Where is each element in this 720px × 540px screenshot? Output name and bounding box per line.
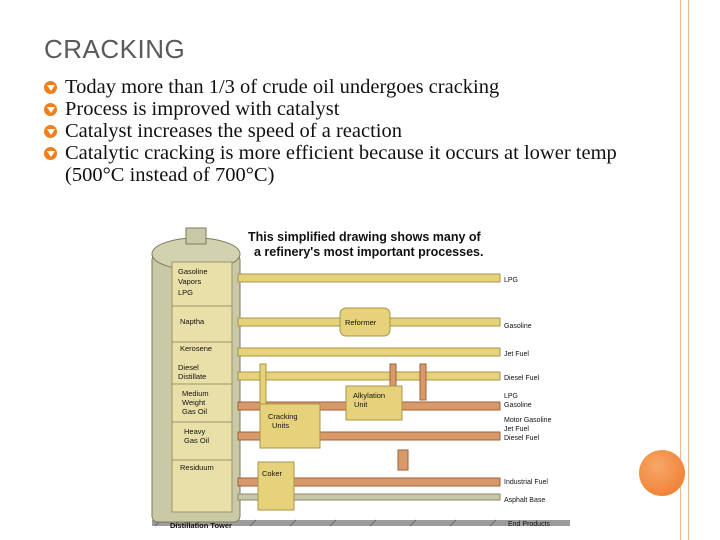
product-label: Gasoline [504,402,532,409]
decorative-orange-circle [639,450,685,496]
frame-line-left [680,0,681,540]
bullet-text: Process is improved with catalyst [65,98,340,120]
tower-cut-label: Gas Oil [184,436,209,445]
tower-cut-label: Diesel [178,363,199,372]
tower-cut-label: Gas Oil [182,407,207,416]
tower-cut-label: Heavy [184,427,206,436]
unit-label: Units [272,421,289,430]
tower-cut-label: Kerosene [180,344,212,353]
ground-base [152,520,570,526]
unit-label: Alkylation [353,391,385,400]
product-label: Gasoline [504,323,532,330]
tower-cut-label: Gasoline [178,267,208,276]
tower-label: Distillation Tower [170,521,232,530]
product-label: Motor Gasoline [504,417,552,424]
tower-cut-label: Residuum [180,463,214,472]
tower-cut-label: Distillate [178,372,206,381]
refinery-diagram: This simplified drawing shows many of a … [151,227,570,530]
tower-cut-label: Naptha [180,317,205,326]
product-label: LPG [504,277,518,284]
product-label: End Products [508,521,551,528]
alkylation-unit [345,385,403,421]
product-label: Diesel Fuel [504,375,539,382]
cracking-units [259,403,321,449]
tower-cut-label: Vapors [178,277,201,286]
bullet-item: Catalytic cracking is more efficient bec… [44,142,674,186]
bullet-list: Today more than 1/3 of crude oil undergo… [44,76,674,186]
ground-hatching [154,519,497,527]
bullet-text: Today more than 1/3 of crude oil undergo… [65,76,500,98]
tower-cut-label: LPG [178,288,193,297]
bullet-text: Catalyst increases the speed of a reacti… [65,120,402,142]
bullet-item: Process is improved with catalyst [44,98,674,120]
product-label: Jet Fuel [504,426,529,433]
unit-label: Unit [354,400,368,409]
bullet-item: Today more than 1/3 of crude oil undergo… [44,76,674,98]
diagram-caption-line-1: This simplified drawing shows many of [248,230,482,244]
unit-label: Cracking [268,412,298,421]
distillation-tower [151,227,241,523]
unit-label: Reformer [345,318,377,327]
coker-unit [257,461,295,511]
diagram-caption-line-2: a refinery's most important processes. [254,245,483,259]
product-label: Diesel Fuel [504,435,539,442]
product-label: Industrial Fuel [504,479,548,486]
frame-line-right [688,0,689,540]
product-label: Asphalt Base [504,497,545,504]
product-label: Jet Fuel [504,351,529,358]
tower-cut-label: Medium [182,389,209,398]
unit-label: Coker [262,469,283,478]
bullet-icon [44,81,57,94]
bullet-item: Catalyst increases the speed of a reacti… [44,120,674,142]
bullet-icon [44,147,57,160]
reformer-unit [339,307,391,337]
bullet-text: Catalytic cracking is more efficient bec… [65,142,617,186]
bullet-icon [44,103,57,116]
product-label: LPG [504,393,518,400]
tower-cut-label: Weight [182,398,206,407]
bullet-icon [44,125,57,138]
slide-title: CRACKING [44,34,186,64]
